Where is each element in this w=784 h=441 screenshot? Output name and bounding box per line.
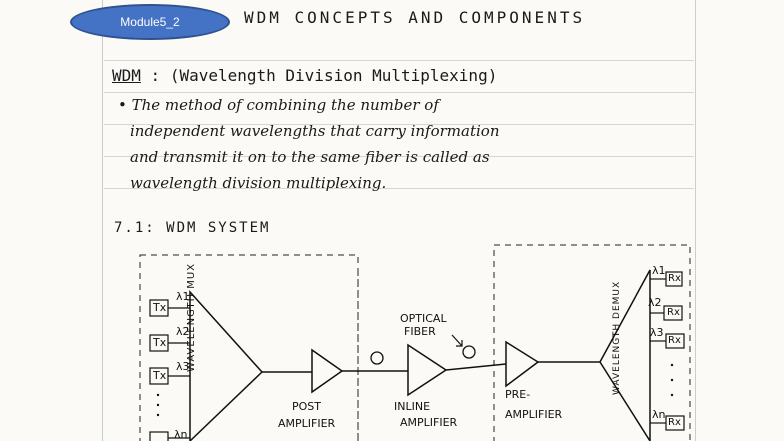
pre-amplifier-triangle	[505, 340, 540, 388]
rx-label-2: Rx	[667, 307, 680, 318]
definition-line-3: and transmit it on to the same fiber is …	[130, 148, 490, 166]
demux-triangle	[599, 269, 651, 441]
lambda-in-2: λ2	[176, 325, 190, 338]
rx-label-n: Rx	[668, 417, 681, 428]
pre-amp-label-2: AMPLIFIER	[505, 408, 563, 421]
inline-amplifier-triangle	[407, 343, 448, 397]
definition-line-2: independent wavelengths that carry infor…	[130, 122, 500, 140]
transmitter-dashed-box	[139, 254, 359, 441]
optical-fiber-label-2: FIBER	[404, 325, 436, 338]
ruled-line	[104, 124, 694, 125]
section-heading: 7.1: WDM SYSTEM	[114, 220, 271, 236]
pre-amp-label-1: PRE-	[505, 388, 531, 401]
tx-label-3: Tx	[153, 369, 167, 382]
post-amplifier-triangle	[311, 348, 344, 394]
definition-line-1: • The method of combining the number of	[118, 96, 439, 114]
ruled-line	[104, 60, 694, 61]
definition-heading: WDM : (Wavelength Division Multiplexing)	[112, 66, 497, 85]
ruled-line	[104, 156, 694, 157]
tx-label-2: Tx	[153, 336, 167, 349]
fiber-segment-3	[445, 363, 507, 371]
definition-term: WDM	[112, 66, 141, 85]
fiber-coil-1	[370, 351, 384, 365]
lambda-in-n: λn	[174, 428, 188, 441]
right-margin-line	[695, 0, 696, 441]
inline-amp-label-2: AMPLIFIER	[400, 416, 458, 429]
optical-fiber-label-1: OPTICAL	[400, 312, 447, 325]
page-title: WDM CONCEPTS AND COMPONENTS	[244, 8, 586, 27]
lambda-out-2: λ2	[648, 296, 662, 309]
tx-box-n	[149, 431, 169, 441]
lambda-out-n: λn	[652, 408, 666, 421]
definition-line-4: wavelength division multiplexing.	[130, 174, 387, 192]
ruled-line	[104, 92, 694, 93]
lambda-out-3: λ3	[650, 326, 664, 339]
rx-label-3: Rx	[668, 335, 681, 346]
tx-label-1: Tx	[153, 301, 167, 314]
lambda-in-1: λ1	[176, 290, 190, 303]
post-amp-label-1: POST	[292, 400, 321, 413]
mux-label: WAVELENGTH MUX	[186, 262, 197, 372]
demux-label: WAVELENGTH DEMUX	[612, 280, 622, 395]
fiber-coil-2	[462, 345, 476, 359]
lambda-out-1: λ1	[652, 264, 666, 277]
inline-amp-label-1: INLINE	[394, 400, 431, 413]
module-badge: Module5_2	[70, 4, 230, 40]
ruled-line	[104, 188, 694, 189]
lambda-in-3: λ3	[176, 360, 190, 373]
mux-triangle	[189, 290, 264, 441]
post-amp-label-2: AMPLIFIER	[278, 417, 336, 430]
margin-line	[102, 0, 103, 441]
definition-expansion: : (Wavelength Division Multiplexing)	[150, 66, 498, 85]
fiber-pointer-arrow	[451, 334, 463, 347]
rx-label-1: Rx	[668, 273, 681, 284]
